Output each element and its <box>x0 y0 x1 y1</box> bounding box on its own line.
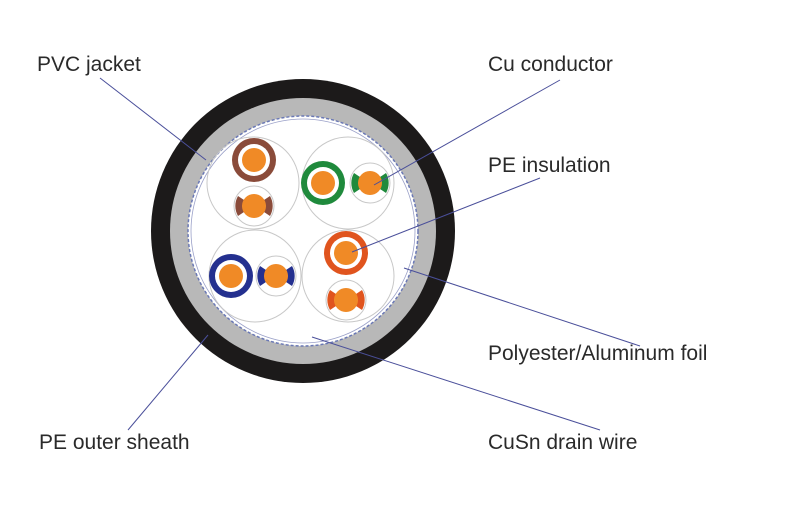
cusn-drain-wire-ring <box>190 118 416 344</box>
leader-line-cusn-drain-wire <box>311 336 601 431</box>
cu-conductor-label: Cu conductor <box>488 53 613 76</box>
leader-line-pvc-jacket <box>99 77 207 161</box>
blue-striped-wire <box>255 255 297 297</box>
cusn-drain-wire-label: CuSn drain wire <box>488 431 638 454</box>
brown-solid-wire <box>232 138 276 182</box>
pe-insulation-label: PE insulation <box>488 154 611 177</box>
pair-enclosure-brown <box>206 136 300 230</box>
leader-line-pe-insulation <box>351 177 541 253</box>
orange-striped-wire <box>325 279 367 321</box>
pair-enclosure-orange <box>301 229 395 323</box>
green-striped-wire <box>349 162 391 204</box>
polyester-aluminum-foil-label: Polyester/Aluminum foil <box>488 342 708 365</box>
polyester-aluminum-foil <box>187 115 419 347</box>
pvc-jacket-label: PVC jacket <box>37 53 141 76</box>
blue-solid-wire <box>209 254 253 298</box>
brown-striped-wire <box>233 185 275 227</box>
green-solid-wire <box>301 161 345 205</box>
leader-line-cu-conductor <box>373 79 561 186</box>
pe-outer-sheath-label: PE outer sheath <box>39 431 190 454</box>
orange-solid-wire <box>324 231 368 275</box>
leader-line-polyester-foil <box>403 267 641 347</box>
leader-line-pe-outer-sheath <box>127 334 209 431</box>
